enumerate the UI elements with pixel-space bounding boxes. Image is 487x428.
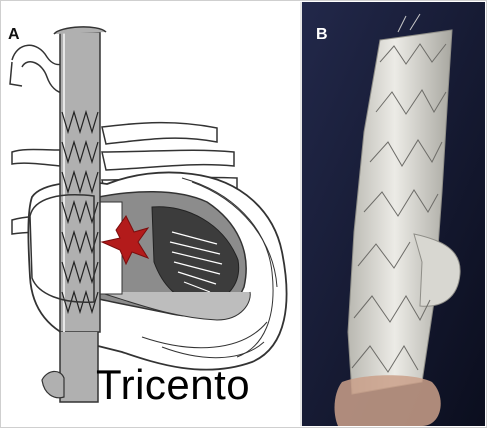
- panel-a-letter: A: [8, 26, 20, 44]
- panel-b-letter: B: [316, 26, 328, 44]
- stent-graft-photo-icon: [302, 2, 485, 426]
- caption-tricento: Tricento: [96, 361, 250, 409]
- panel-b-photo: B: [302, 2, 485, 426]
